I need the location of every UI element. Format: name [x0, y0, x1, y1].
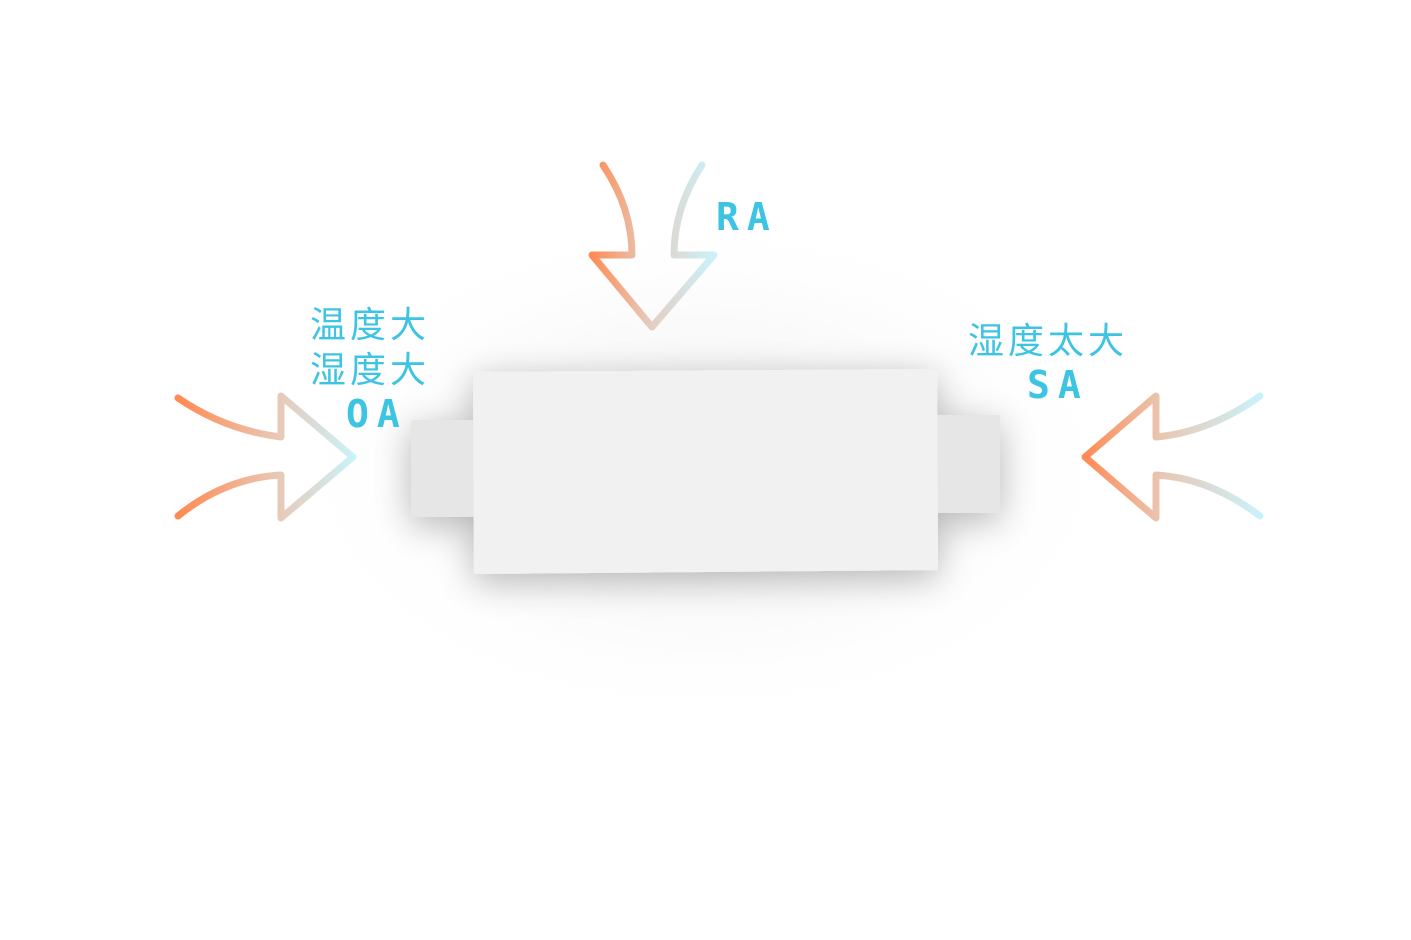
- ra-inflow-arrow: [588, 161, 718, 331]
- ra-label: RA: [716, 195, 778, 239]
- sa-humidity-label: 湿度太大: [968, 321, 1129, 362]
- heat-exchanger-unit: [411, 369, 1000, 574]
- unit-right-duct: [936, 415, 1000, 513]
- oa-inflow-arrow: [174, 392, 357, 522]
- unit-left-duct: [411, 420, 476, 517]
- oa-label: OA: [346, 392, 408, 436]
- oa-temperature-label: 温度大: [310, 305, 431, 346]
- sa-outflow-arrow: [1081, 392, 1264, 522]
- oa-humidity-label: 湿度大: [310, 350, 431, 391]
- unit-body: [473, 369, 938, 574]
- sa-label: SA: [1027, 363, 1089, 407]
